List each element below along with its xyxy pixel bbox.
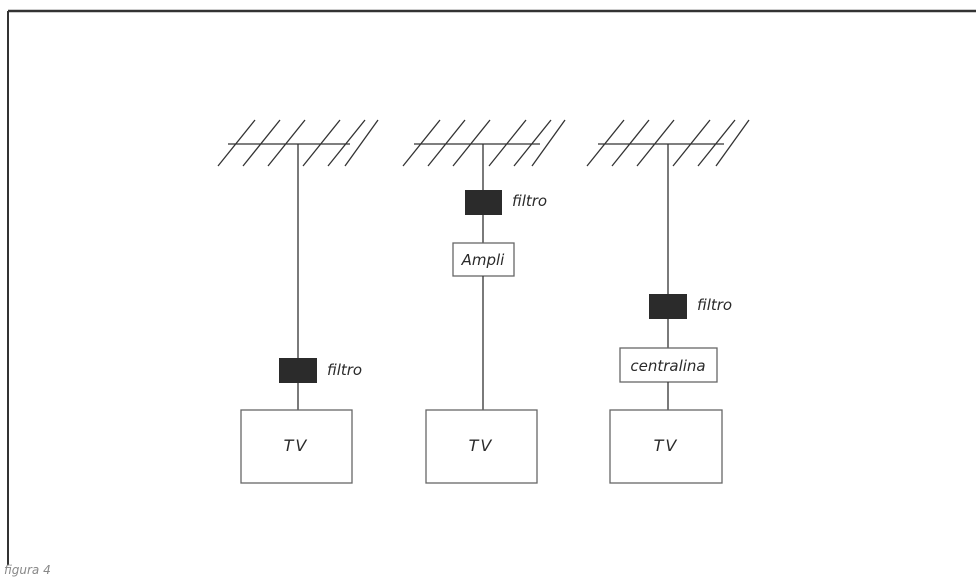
- tv-1-box: [240, 409, 353, 484]
- figure-caption: figura 4: [4, 563, 51, 577]
- antenna-system-3: filtro centralina TV: [586, 119, 750, 484]
- centralina-3-label: centralina: [630, 357, 705, 375]
- filter-3-block: [649, 294, 687, 319]
- antenna-system-2: filtro Ampli TV: [402, 119, 566, 484]
- antenna-3-icon: [586, 119, 750, 167]
- antenna-system-1: filtro TV: [217, 119, 379, 484]
- centralina-3-box: [619, 347, 718, 383]
- filter-1-label: filtro: [327, 361, 362, 379]
- filter-1-block: [279, 358, 317, 383]
- filter-2-block: [465, 190, 502, 215]
- tv-1-label: TV: [284, 436, 309, 455]
- tv-3-label: TV: [654, 436, 679, 455]
- tv-3-box: [609, 409, 723, 484]
- tv-2-box: [425, 409, 538, 484]
- tv-2-label: TV: [469, 436, 494, 455]
- filter-2-label: filtro: [512, 192, 547, 210]
- antenna-1-icon: [217, 119, 379, 167]
- filter-3-label: filtro: [697, 296, 732, 314]
- amplifier-2-label: Ampli: [461, 251, 506, 269]
- antenna-2-icon: [402, 119, 566, 167]
- amplifier-2-box: [452, 242, 515, 277]
